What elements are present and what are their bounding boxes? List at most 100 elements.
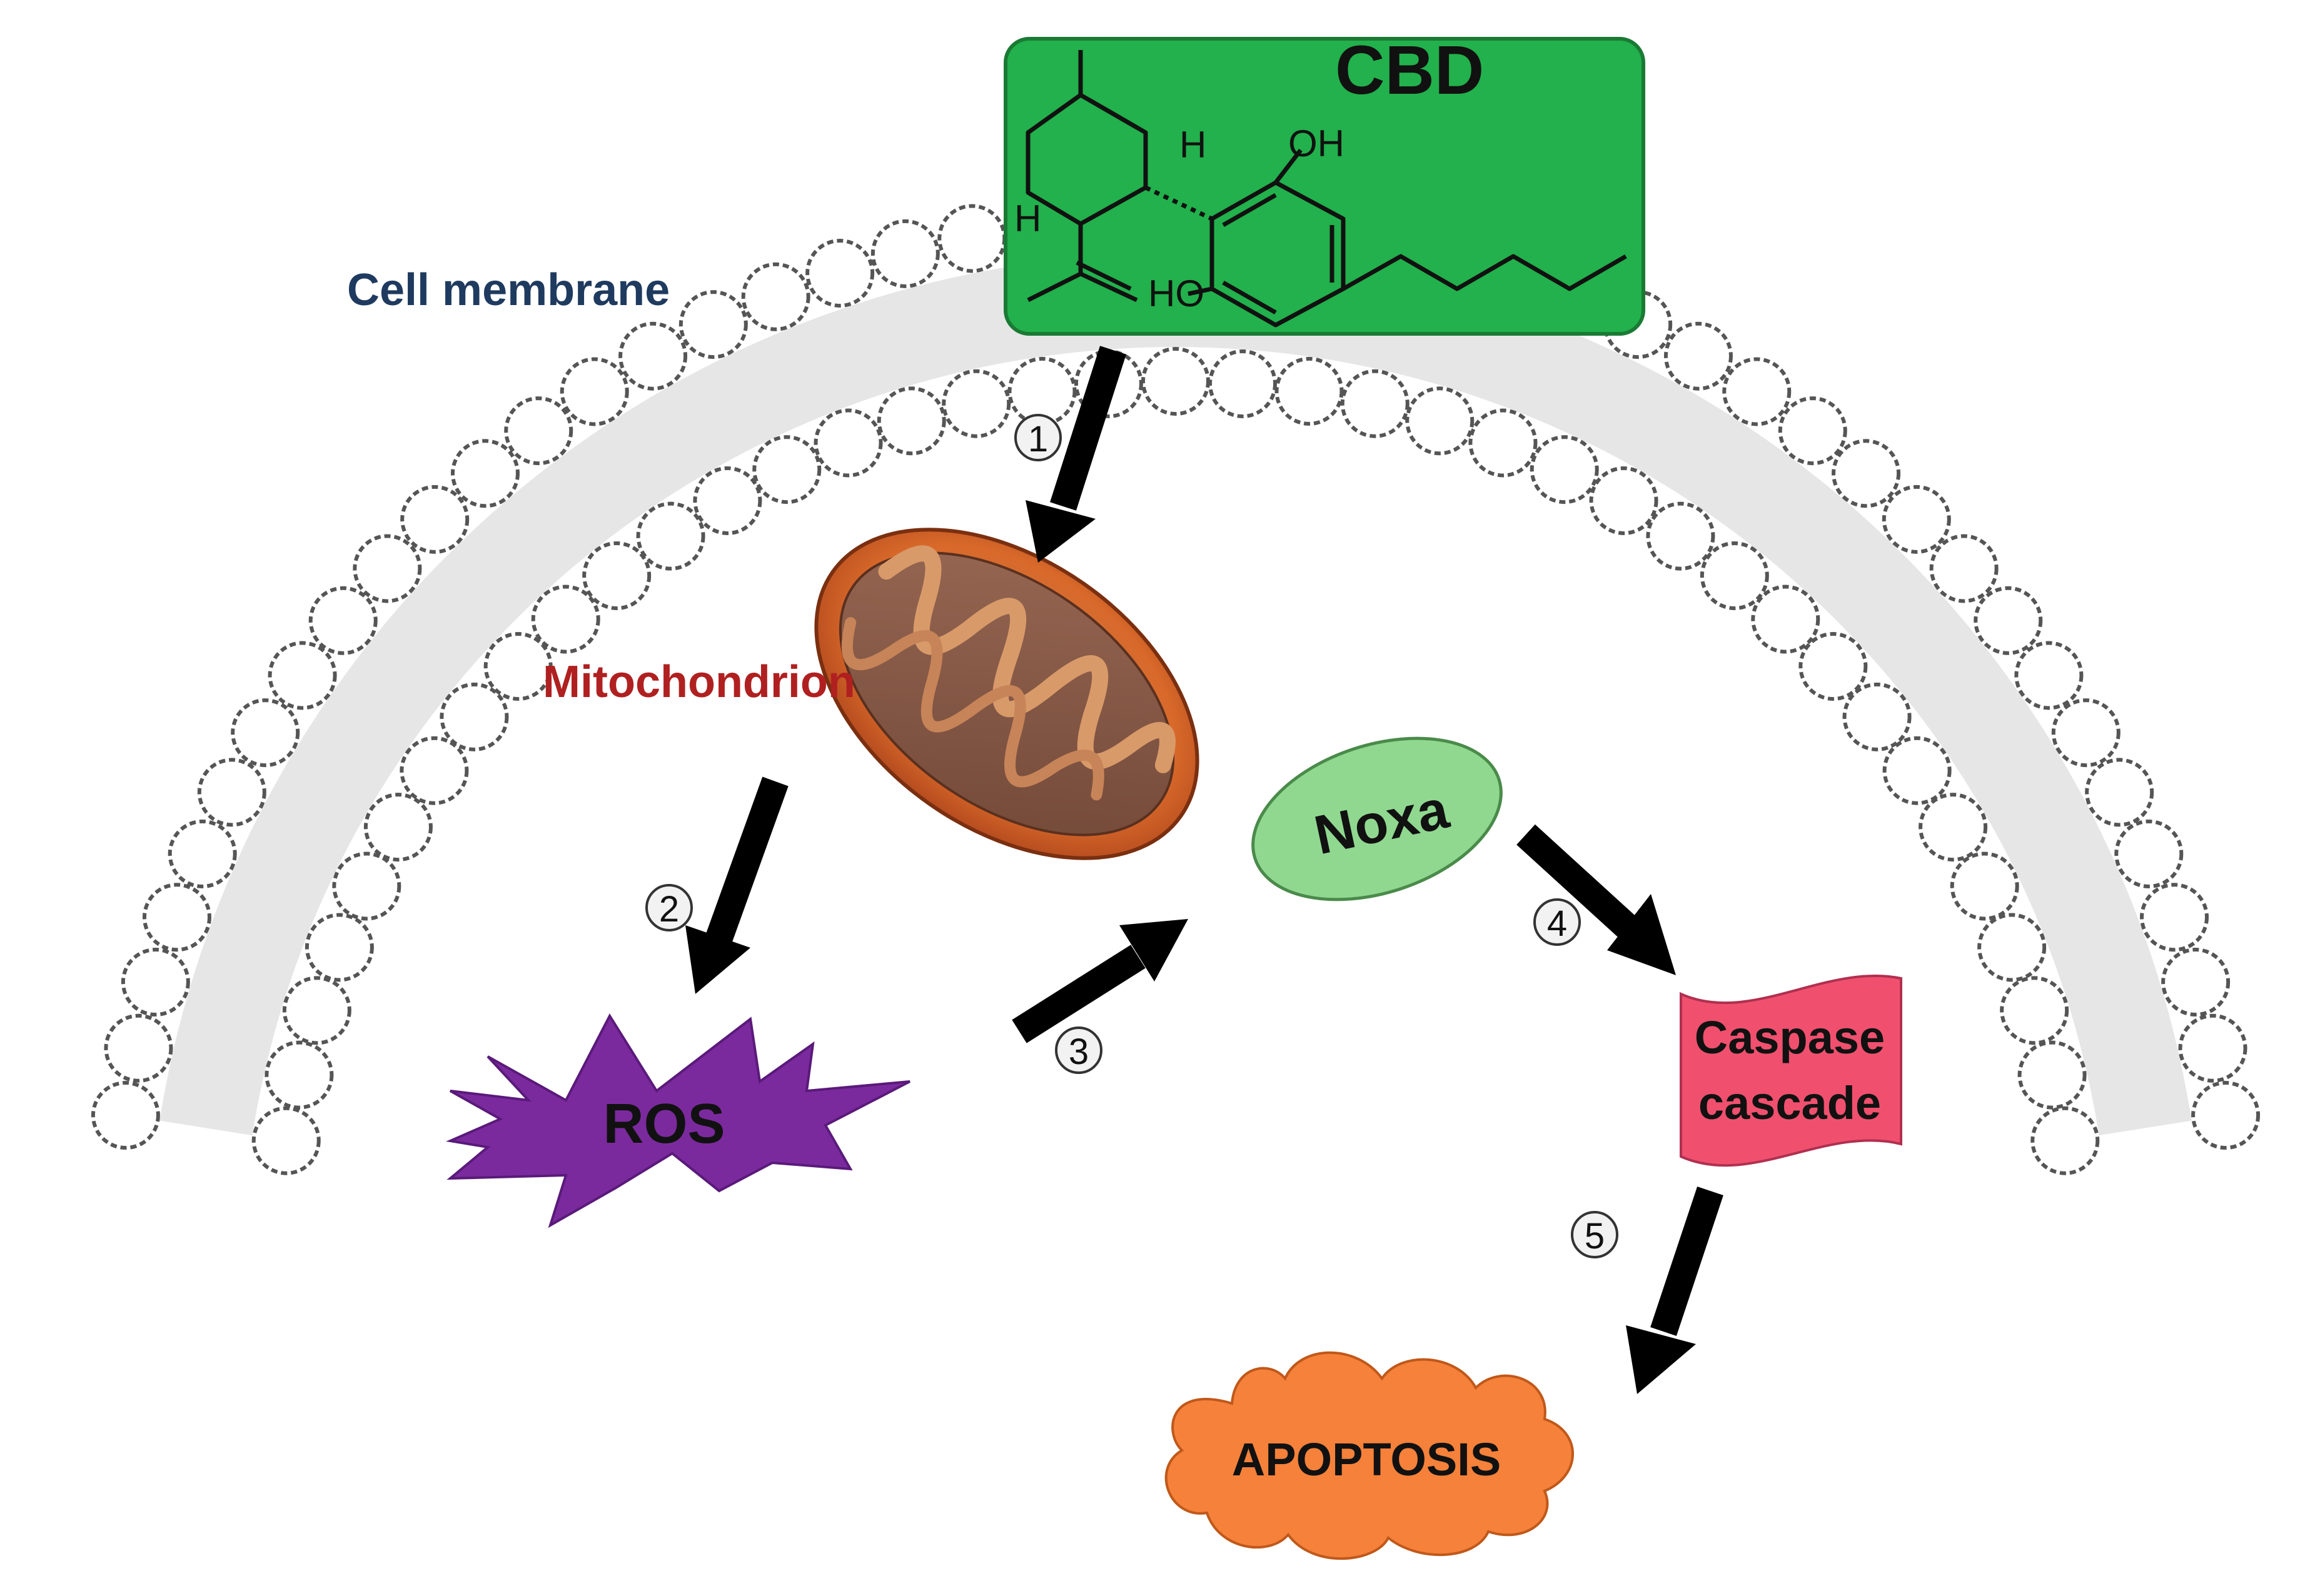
step-badge-2: 2: [645, 884, 693, 931]
phospholipid-head: [363, 793, 433, 862]
phospholipid-head: [231, 698, 300, 768]
phospholipid-head: [104, 1013, 173, 1083]
phospholipid-head: [400, 484, 470, 554]
molecule-ho: HO: [1148, 273, 1204, 314]
phospholipid-head: [265, 1040, 334, 1110]
molecule-h-top: H: [1179, 124, 1206, 166]
step-number-1: 1: [1028, 419, 1048, 459]
apoptosis-label: APOPTOSIS: [1232, 1433, 1501, 1485]
phospholipid-head: [353, 534, 422, 603]
apoptosis-node: APOPTOSIS: [1164, 1351, 1574, 1560]
phospholipid-head: [1977, 913, 2047, 982]
phospholipid-head: [814, 408, 883, 478]
phospholipid-head: [2191, 1081, 2261, 1150]
phospholipid-head: [752, 435, 822, 504]
phospholipid-head: [440, 682, 509, 751]
phospholipid-head: [450, 439, 520, 508]
step-badge-3: 3: [1055, 1026, 1102, 1074]
phospholipid-head: [877, 386, 946, 456]
phospholipid-head: [1589, 466, 1658, 535]
phospholipid-head: [1798, 631, 1868, 701]
arrows: [685, 346, 1723, 1394]
molecule-oh: OH: [1288, 123, 1344, 164]
cbd-molecule-structure: [1026, 50, 1627, 328]
phospholipid-head: [2051, 698, 2121, 768]
phospholipid-head: [332, 851, 401, 921]
cell-membrane-label: Cell membrane: [347, 265, 670, 315]
phospholipid-head: [168, 819, 237, 888]
cbd-label: CBD: [1335, 32, 1484, 109]
phospholipid-head: [1950, 851, 2019, 921]
step-badge-5: 5: [1571, 1211, 1618, 1258]
step-number-2: 2: [659, 889, 679, 930]
phospholipid-head: [1919, 793, 1988, 862]
phospholipid-head: [1974, 586, 2043, 655]
phospholipid-head: [937, 204, 1007, 273]
phospholipid-head: [197, 758, 266, 827]
phospholipid-head: [2014, 641, 2084, 710]
arrow-step-4: [1516, 824, 1676, 975]
step-number-3: 3: [1069, 1031, 1089, 1072]
step-badge-1: 1: [1014, 414, 1062, 461]
phospholipid-head: [2000, 976, 2069, 1045]
step-number-5: 5: [1585, 1216, 1605, 1257]
phospholipid-head: [308, 586, 378, 655]
phospholipid-head: [560, 357, 629, 426]
phospholipid-head: [618, 321, 688, 391]
phospholipid-head: [2140, 883, 2209, 952]
phospholipid-head: [1882, 484, 1951, 554]
phospholipid-head: [400, 736, 469, 805]
arrow-step-5: [1626, 1187, 1723, 1394]
phospholipid-head: [2030, 1106, 2100, 1175]
phospholipid-head: [1929, 534, 1999, 603]
phospholipid-head: [121, 948, 190, 1017]
phospholipid-head: [1646, 501, 1715, 571]
phospholipid-head: [2161, 948, 2231, 1017]
arrow-step-3: [1012, 919, 1188, 1043]
phospholipid-head: [251, 1106, 321, 1175]
arrow-step-1: [1026, 346, 1126, 563]
phospholipid-head: [2114, 819, 2184, 888]
phospholipid-head: [305, 913, 374, 982]
phospholipid-head: [678, 290, 748, 359]
phospholipid-head: [1751, 585, 1820, 654]
phospholipid-head: [1832, 439, 1901, 508]
phospholipid-head: [1663, 321, 1733, 391]
noxa-node: Noxa: [1251, 736, 1503, 901]
phospholipid-head: [531, 585, 600, 654]
phospholipid-head: [1700, 541, 1769, 610]
phospholipid-head: [1007, 356, 1077, 426]
ros-label: ROS: [603, 1093, 725, 1155]
phospholipid-head: [1274, 356, 1344, 426]
phospholipid-head: [582, 541, 652, 610]
phospholipid-head: [1340, 369, 1410, 438]
phospholipid-head: [142, 883, 211, 952]
phospholipid-head: [504, 396, 573, 466]
cell-membrane-bilayer: [91, 184, 2261, 1175]
phospholipid-head: [282, 976, 351, 1045]
phospholipid-head: [2017, 1040, 2087, 1110]
molecule-h-left: H: [1014, 198, 1041, 239]
phospholipid-head: [1722, 357, 1792, 426]
phospholipid-head: [942, 369, 1011, 438]
phospholipid-head: [91, 1081, 160, 1150]
phospholipid-head: [2085, 758, 2154, 827]
phospholipid-head: [741, 262, 810, 331]
phospholipid-head: [805, 238, 875, 308]
phospholipid-head: [1842, 682, 1912, 751]
phospholipid-head: [1468, 408, 1538, 478]
phospholipid-head: [268, 641, 337, 710]
ros-node: ROS: [446, 1013, 910, 1228]
phospholipid-head: [1141, 347, 1210, 416]
mitochondrion-label: Mitochondrion: [543, 657, 855, 707]
phospholipid-head: [1778, 396, 1847, 466]
phospholipid-head: [1882, 736, 1952, 805]
phospholipid-head: [2178, 1013, 2247, 1083]
caspase-label-line1: Caspase: [1695, 1011, 1885, 1063]
caspase-label-line2: cascade: [1698, 1077, 1881, 1129]
phospholipid-head: [1405, 386, 1475, 456]
phospholipid-head: [870, 219, 940, 288]
step-number-4: 4: [1547, 903, 1567, 944]
step-badge-4: 4: [1533, 898, 1581, 946]
